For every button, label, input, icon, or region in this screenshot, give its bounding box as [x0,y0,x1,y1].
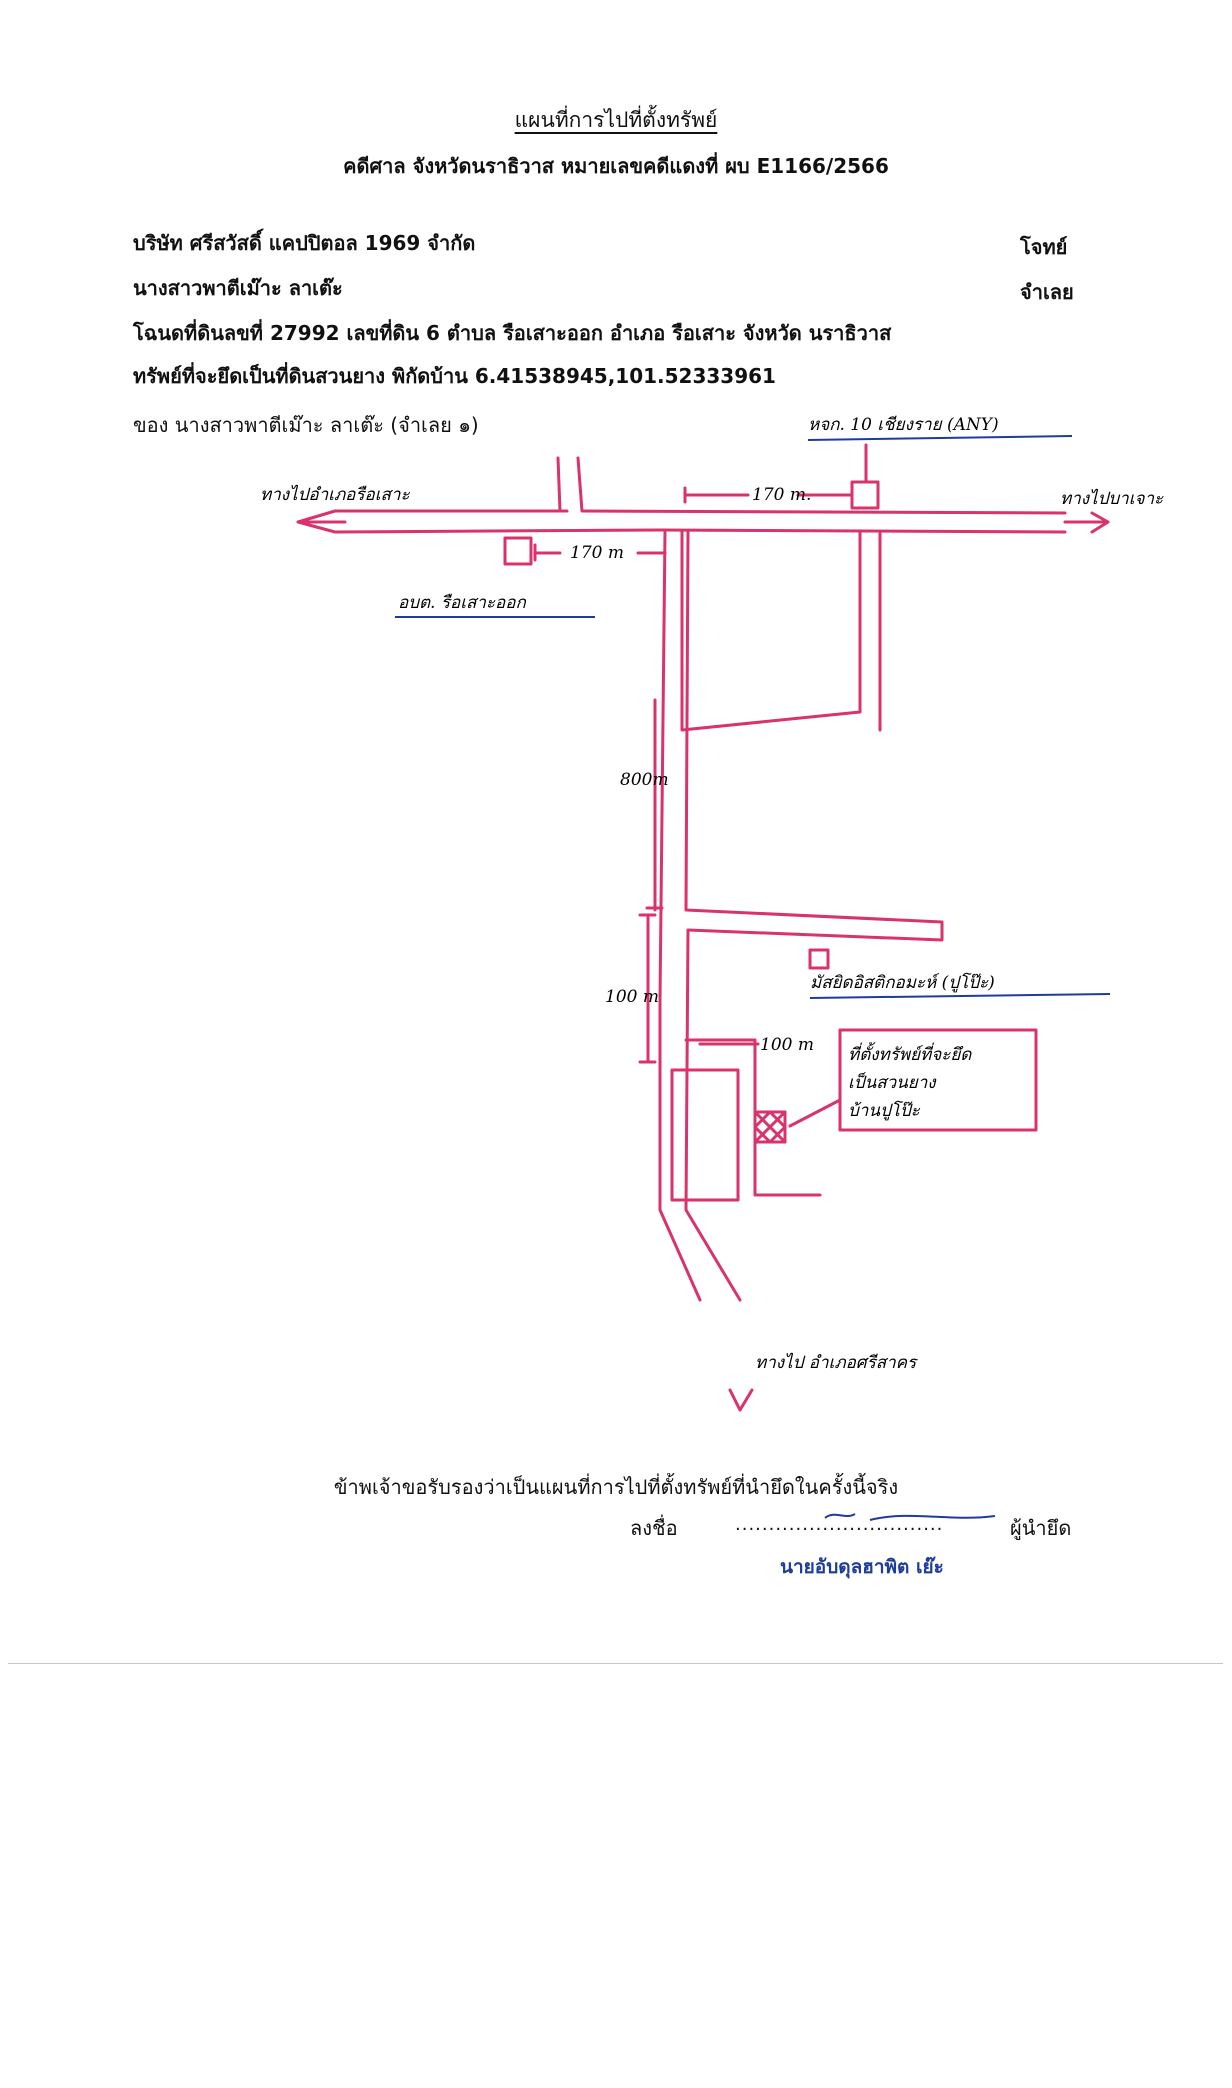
page-divider [8,1663,1223,1664]
plaintiff-role: โจทย์ [1020,235,1068,259]
tick-100-vert [638,913,657,1064]
dist-170-top: 170 m. [752,485,811,505]
ruesao-ok-label: อบต. รือเสาะออก [398,593,526,613]
seizure-line: ทรัพย์ที่จะยึดเป็นที่ดินสวนยาง พิกัดบ้าน… [133,364,776,388]
north-stub-left [556,456,584,513]
property-note-box [838,1028,1038,1132]
defendant-name: นางสาวพาตีเม๊าะ ลาเต๊ะ [133,276,343,300]
lower-plot [670,1038,822,1202]
plaintiff-name: บริษัท ศรีสวัสดิ์ แคปปิตอล 1969 จำกัด [133,231,476,255]
dist-100-vert: 100 m [605,987,659,1007]
seizer-label: ผู้นำยึด [1010,1516,1072,1540]
property-note-3: บ้านปูโป๊ะ [848,1100,921,1121]
dist-800: 800m [620,770,669,790]
shop-marker [850,480,880,510]
main-road-top-edge [333,509,1067,515]
ruesao-ok-marker [503,536,533,566]
arrow-east [1063,511,1110,534]
signature-line: ............................... [735,1514,944,1535]
dist-170-left: 170 m [570,543,624,563]
arrow-west [296,509,347,534]
east-branch-road [680,530,882,732]
shop-label: หจก. 10 เชียงราย (ANY) [808,415,999,435]
property-note-2: เป็นสวนยาง [848,1072,937,1093]
property-note-1: ที่ตั้งทรัพย์ที่จะยึด [848,1041,972,1065]
tick-170-left [533,543,667,562]
tick-800 [645,698,664,912]
location-map: ทางไปอำเภอรือเสาะ ทางไปบาเจาะ 170 m. 170… [260,415,1164,1412]
arrow-south [728,1388,754,1412]
sign-label: ลงชื่อ [630,1516,678,1540]
case-number: คดีศาล จังหวัดนราธิวาส หมายเลขคดีแดงที่ … [343,154,889,178]
main-road-bottom-edge [333,528,1067,534]
mosque-marker [808,948,830,970]
mosque-label: มัสยิดอิสติกอมะห์ (ปูโป๊ะ) [810,972,995,993]
signature-mark [824,1513,996,1521]
owner-line: ของ นางสาวพาตีเม๊าะ ลาเต๊ะ (จำเลย ๑) [133,413,479,437]
deed-line: โฉนดที่ดินลขที่ 27992 เลขที่ดิน 6 ตำบล ร… [133,321,892,345]
main-vertical-road [658,530,944,1302]
dist-100-branch: 100 m [760,1035,814,1055]
certification-text: ข้าพเจ้าขอรับรองว่าเป็นแผนที่การไปที่ตั้… [333,1475,899,1499]
to-bacho-label: ทางไปบาเจาะ [1060,488,1164,509]
defendant-role: จำเลย [1020,280,1074,304]
page-title: แผนที่การไปที่ตั้งทรัพย์ [514,108,718,132]
to-ruesao-label: ทางไปอำเภอรือเสาะ [260,484,410,505]
tick-170-top [683,486,852,504]
seizer-name: นายอับดุลฮาพิต เย๊ะ [780,1556,944,1578]
to-srisakhon-label: ทางไป อำเภอศรีสาคร [755,1352,918,1373]
